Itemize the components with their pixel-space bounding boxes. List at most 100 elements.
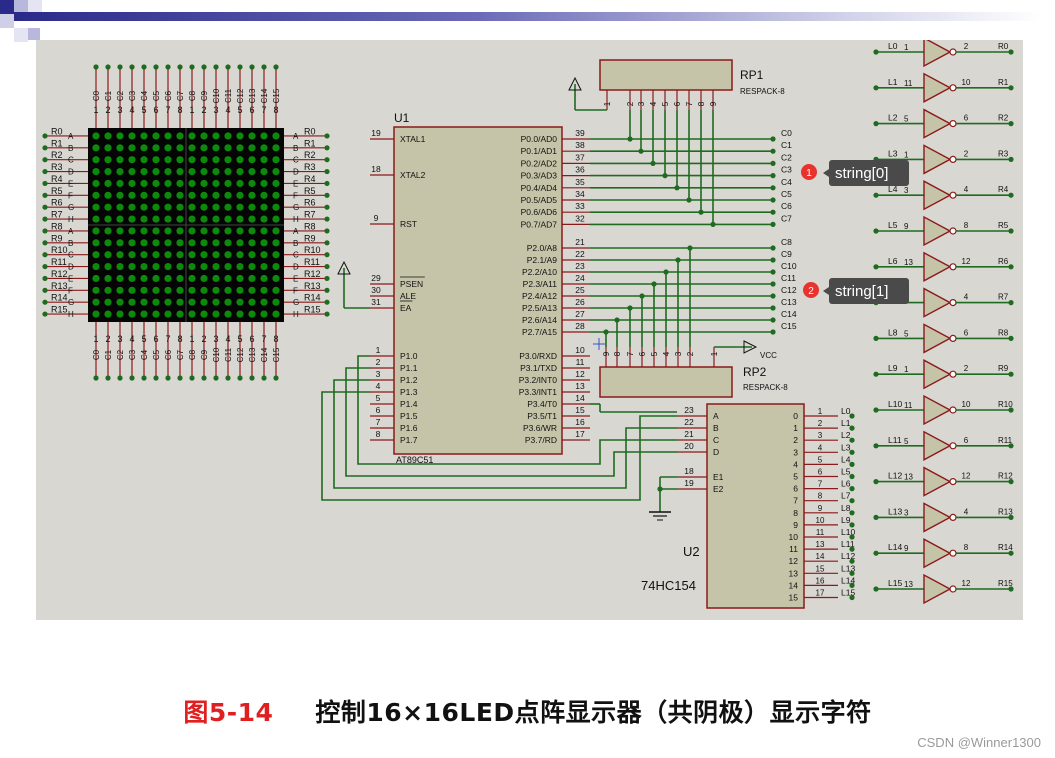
column-pin-terminal: [249, 375, 255, 381]
led-dot: [188, 191, 196, 199]
led-dot: [272, 310, 280, 318]
led-dot: [116, 156, 124, 164]
row-pin-terminal: [42, 311, 48, 317]
inverter-triangle: [923, 538, 952, 569]
matrix-column-label: C8: [188, 90, 197, 101]
net-terminal: [873, 586, 879, 592]
inverter-input-net: L1: [888, 77, 898, 87]
row-pin-terminal: [324, 168, 330, 175]
matrix-column-pin-number: 5: [141, 334, 146, 344]
matrix-row-label: R2: [304, 150, 316, 160]
matrix-column-label: C13: [248, 88, 257, 103]
matrix-row-label: R6: [51, 198, 63, 208]
inverter-bubble: [949, 84, 957, 92]
junction-dot: [627, 305, 633, 311]
led-dot: [152, 215, 160, 223]
matrix-row-letter: G: [293, 203, 299, 212]
led-dot: [260, 179, 268, 188]
rp1-pin-number: 8: [697, 101, 706, 106]
led-dot: [212, 298, 220, 306]
matrix-column-pin-number: 1: [93, 105, 98, 115]
led-dot: [212, 215, 220, 223]
led-dot: [272, 203, 280, 211]
led-dot: [272, 227, 280, 235]
matrix-row-label: R8: [51, 221, 63, 231]
net-terminal: [873, 550, 879, 556]
led-dot: [212, 262, 220, 271]
led-dot: [188, 298, 196, 306]
mcu-pin-number: 31: [371, 297, 381, 307]
inverter-input-net: L3: [888, 148, 898, 158]
decoder-output-net: L5: [841, 467, 851, 477]
matrix-row-letter: H: [68, 215, 74, 224]
matrix-row-letter: F: [68, 191, 73, 200]
junction-dot: [674, 185, 680, 191]
led-dot: [176, 262, 184, 271]
decoder-part-label: 74HC154: [641, 578, 696, 593]
matrix-column-label: C13: [248, 347, 257, 362]
led-dot: [224, 274, 232, 283]
rp1-pin-number: 5: [661, 101, 670, 106]
matrix-row-label: R8: [304, 221, 316, 231]
net-terminal: [849, 546, 855, 552]
matrix-row-letter: C: [68, 251, 74, 260]
inverter-output-net: R6: [998, 257, 1009, 266]
inverter-bubble: [949, 370, 957, 378]
led-dot: [140, 274, 148, 283]
led-dot: [104, 239, 112, 247]
matrix-column-pin-number: 7: [261, 105, 266, 115]
led-dot: [236, 286, 244, 294]
led-dot: [176, 227, 184, 235]
inverter-input-net: L0: [888, 41, 898, 51]
annotation-label: string[1]: [835, 283, 888, 300]
led-dot: [104, 144, 112, 152]
net-terminal: [770, 269, 776, 275]
led-dot: [200, 144, 208, 152]
junction-dot: [627, 136, 633, 142]
inverter-bubble: [949, 263, 957, 271]
decoder-output-net: L4: [841, 454, 851, 464]
inverter-bubble: [949, 299, 957, 307]
inverter-input-net: L6: [888, 256, 898, 266]
led-dot: [200, 179, 208, 188]
decoder-pin-name: A: [713, 411, 719, 421]
mcu-pin-name: EA: [400, 303, 412, 313]
net-terminal: [770, 245, 776, 251]
led-dot: [116, 310, 124, 318]
inverter-output-pin: 10: [962, 78, 971, 87]
led-dot: [224, 144, 232, 152]
led-dot: [212, 227, 220, 235]
decoder-output-index: 6: [793, 484, 798, 494]
inverter-triangle: [923, 430, 952, 461]
decoder-output-net: L7: [841, 491, 851, 501]
net-terminal: [873, 407, 879, 413]
rp2-pin-number: 8: [613, 351, 622, 356]
matrix-row-letter: E: [293, 274, 298, 283]
mcu-pin-name: P2.0/A8: [527, 243, 558, 253]
led-dot: [260, 310, 268, 318]
matrix-column-pin-number: 1: [189, 105, 194, 115]
led-dot: [236, 227, 244, 235]
net-terminal: [770, 329, 776, 335]
matrix-row-letter: D: [293, 168, 299, 177]
matrix-row-label: R2: [51, 150, 63, 160]
led-dot: [188, 179, 196, 188]
decoder-output-pin: 3: [818, 431, 823, 440]
mcu-pin-number: 2: [376, 357, 381, 367]
row-pin-terminal: [42, 287, 48, 293]
inverter-triangle: [923, 502, 952, 533]
mcu-pin-number: 33: [575, 201, 585, 211]
figure-title: 控制16×16LED点阵显示器（共阴极）显示字符: [315, 698, 872, 727]
led-dot: [104, 203, 112, 211]
rp2-body: [599, 366, 733, 398]
led-dot: [176, 132, 184, 140]
mcu-pin-name: P0.7/AD7: [521, 219, 558, 229]
matrix-row-letter: A: [293, 132, 299, 141]
led-dot: [188, 310, 196, 318]
decoder-output-index: 8: [793, 508, 798, 518]
annotation-number: 2: [808, 286, 814, 297]
matrix-row-label: R9: [51, 233, 63, 243]
led-dot: [104, 179, 112, 188]
led-dot: [200, 262, 208, 271]
net-terminal: [770, 281, 776, 287]
